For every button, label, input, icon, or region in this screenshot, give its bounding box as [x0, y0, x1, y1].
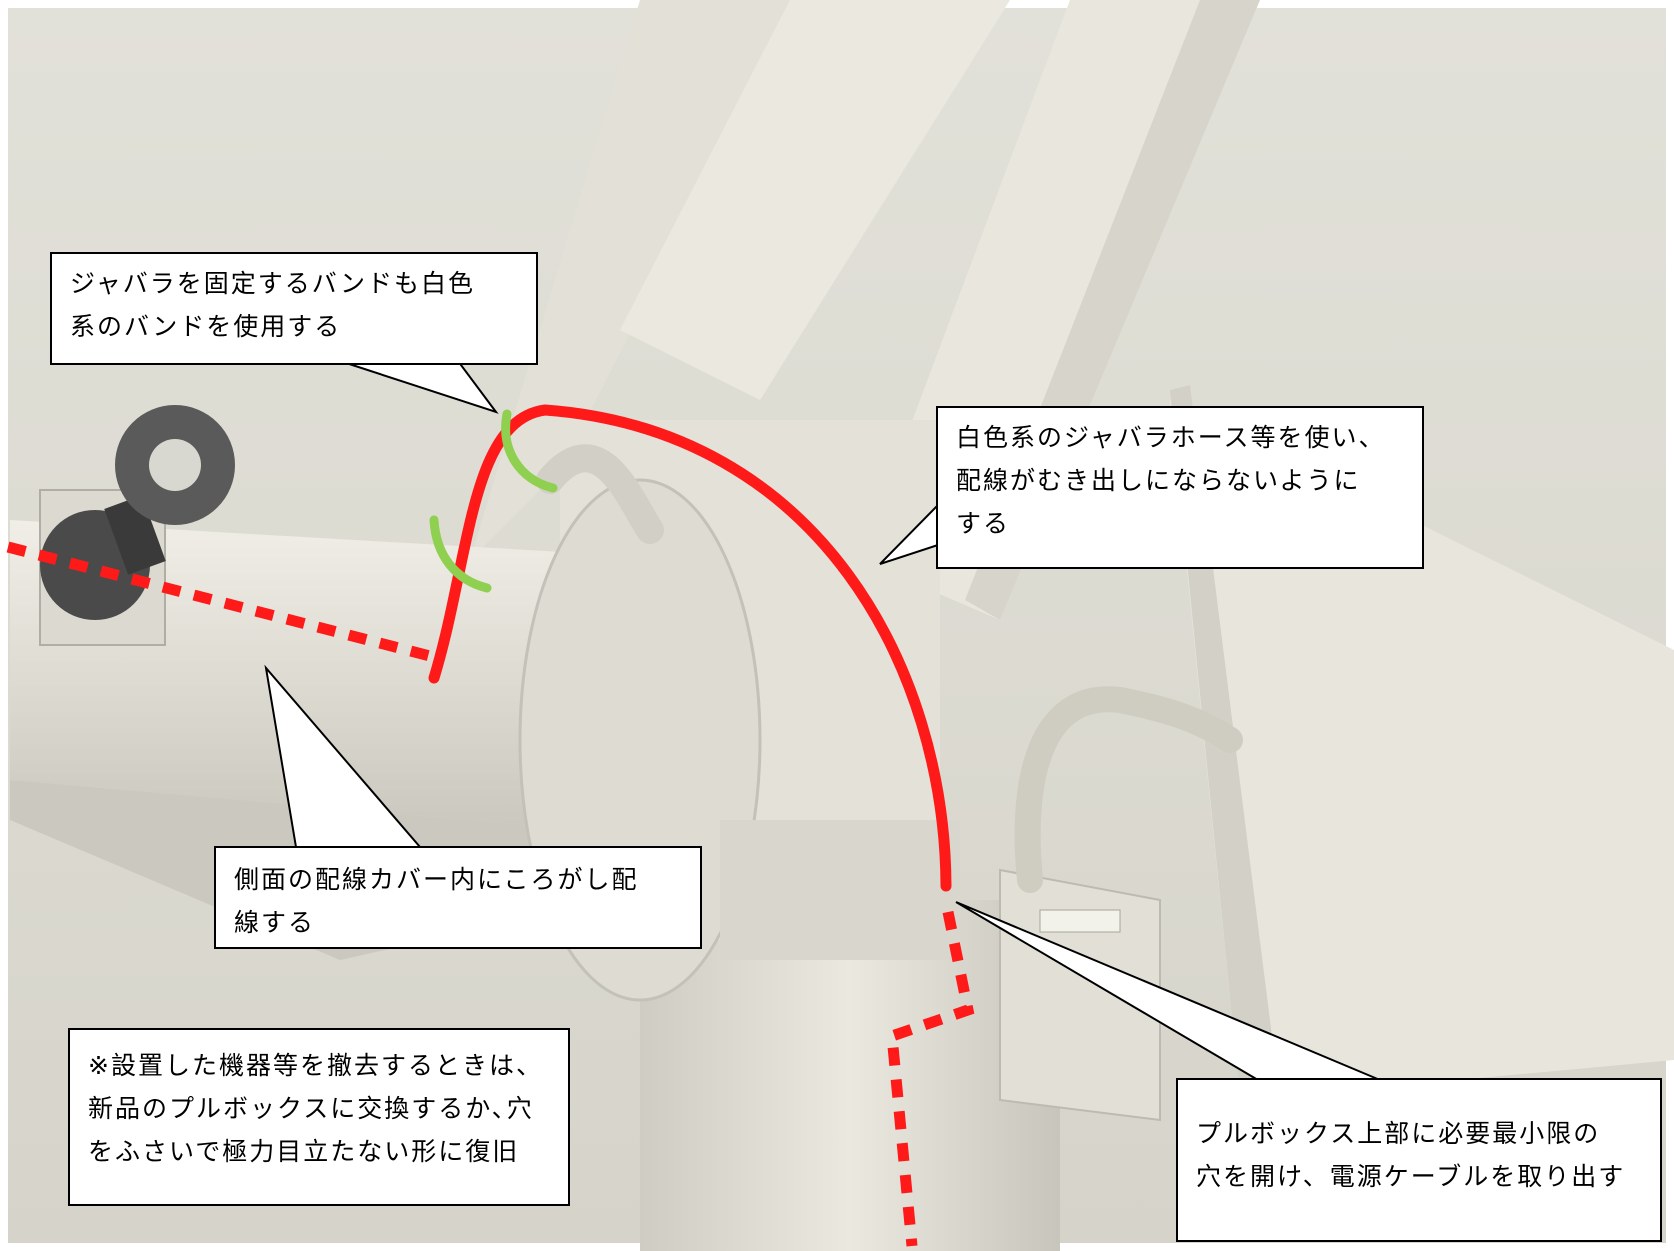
callout-jabara-hose: 白色系のジャバラホース等を使い、 配線がむき出しにならないように する	[936, 406, 1424, 569]
band-marker-upper	[501, 409, 558, 493]
callout-removal-line-3: をふさいで極力目立たない形に復旧	[88, 1137, 520, 1166]
hidden-cable-side-cover	[6, 541, 432, 662]
callout-jabara-line-3: する	[956, 509, 1011, 538]
callout-band-line-2: 系のバンドを使用する	[70, 312, 342, 341]
band-marker-lower	[429, 515, 492, 593]
callout-removal-line-2: 新品のプルボックスに交換するか､穴	[88, 1094, 534, 1123]
callout-removal-line-1: ※設置した機器等を撤去するときは、	[88, 1051, 543, 1080]
callout-removal-note: ※設置した機器等を撤去するときは、 新品のプルボックスに交換するか､穴 をふさい…	[68, 1028, 570, 1206]
support-arm-left	[620, 0, 1010, 400]
exposed-cable-path	[428, 404, 952, 892]
sign-panel-right	[1170, 400, 1674, 1100]
callout-pull-box-line-2: 穴を開け、電源ケーブルを取り出す	[1196, 1162, 1626, 1191]
lamp-lens	[149, 439, 201, 491]
pull-box-label	[1039, 909, 1121, 933]
callout-pull-box: プルボックス上部に必要最小限の 穴を開け、電源ケーブルを取り出す	[1176, 1078, 1662, 1242]
callout-band-line-1: ジャバラを固定するバンドも白色	[70, 269, 476, 298]
callout-side-cover-line-2: 線する	[234, 908, 316, 937]
joint-collar	[720, 820, 960, 960]
sign-panel-left	[470, 0, 800, 560]
flexible-conduit	[1014, 686, 1243, 893]
callout-jabara-line-2: 配線がむき出しにならないように	[956, 466, 1361, 495]
hidden-cable-pole	[886, 910, 975, 1247]
callout-side-cover-line-1: 側面の配線カバー内にころがし配	[234, 865, 639, 894]
callout-band: ジャバラを固定するバンドも白色 系のバンドを使用する	[50, 252, 538, 365]
callout-side-cover: 側面の配線カバー内にころがし配 線する	[214, 846, 702, 949]
callout-jabara-line-1: 白色系のジャバラホース等を使い、	[956, 423, 1386, 452]
flexible-conduit-upper	[536, 444, 664, 544]
callout-pull-box-line-1: プルボックス上部に必要最小限の	[1196, 1119, 1601, 1148]
lamp-stem	[104, 495, 166, 575]
